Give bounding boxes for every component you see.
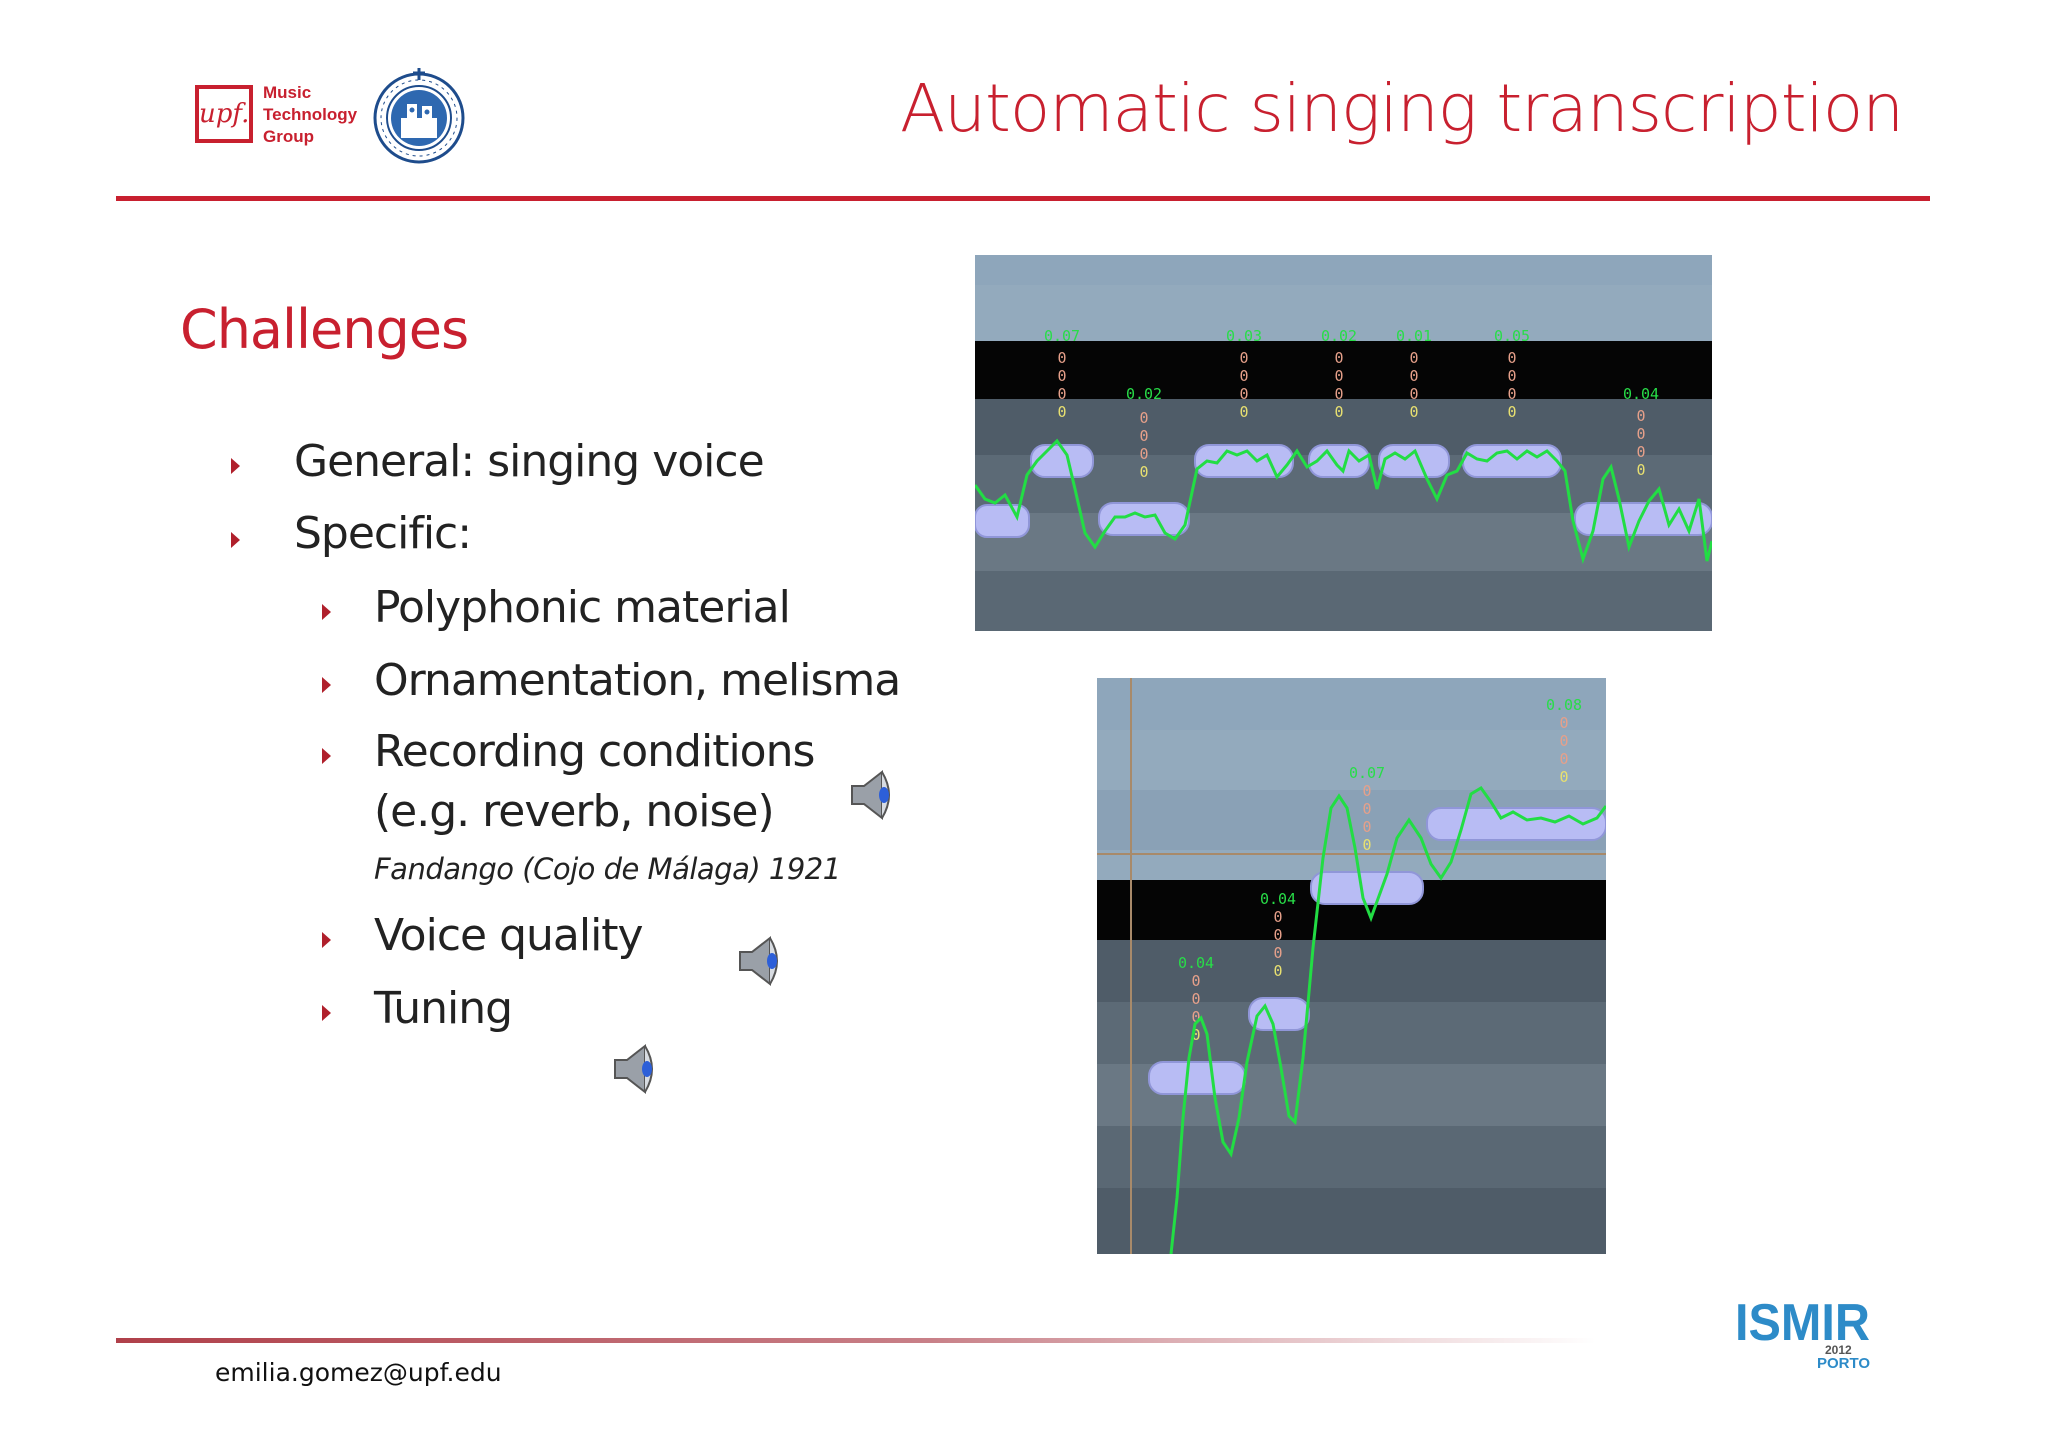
svg-text:ISMIR: ISMIR <box>1735 1294 1870 1352</box>
zero-digit-label: 0 <box>1057 349 1066 367</box>
sub-bullet-recording: Recording conditions <box>374 726 815 777</box>
speaker-icon[interactable] <box>846 766 902 824</box>
svg-text:2012: 2012 <box>1825 1343 1852 1357</box>
audio-caption: Fandango (Cojo de Málaga) 1921 <box>374 852 841 886</box>
zero-digit-label: 0 <box>1239 385 1248 403</box>
upf-logo: upf. <box>195 85 253 143</box>
sub-bullet-recording-continued: (e.g. reverb, noise) <box>374 786 775 837</box>
bullet-arrow-icon <box>322 932 331 948</box>
speaker-icon[interactable] <box>734 932 790 990</box>
zero-digit-label: 0 <box>1636 407 1645 425</box>
zero-digit-label: 0 <box>1507 349 1516 367</box>
zero-digit-label: 0 <box>1057 403 1066 421</box>
zero-digit-label: 0 <box>1559 750 1568 768</box>
section-heading: Challenges <box>180 298 469 361</box>
zero-digit-label: 0 <box>1362 782 1371 800</box>
note-duration-label: 0.07 <box>1349 764 1385 782</box>
zero-digit-label: 0 <box>1636 425 1645 443</box>
note-duration-label: 0.04 <box>1623 385 1659 403</box>
bullet-arrow-icon <box>322 748 331 764</box>
zero-digit-label: 0 <box>1273 962 1282 980</box>
zero-digit-label: 0 <box>1334 403 1343 421</box>
zero-digit-label: 0 <box>1139 463 1148 481</box>
bullet-specific: Specific: <box>294 508 472 559</box>
note-duration-label: 0.03 <box>1226 327 1262 345</box>
bullet-arrow-icon <box>322 604 331 620</box>
sub-bullet-ornamentation: Ornamentation, melisma <box>374 655 901 706</box>
note-duration-label: 0.02 <box>1321 327 1357 345</box>
zero-digit-label: 0 <box>1057 385 1066 403</box>
bullet-arrow-icon <box>322 1005 331 1021</box>
zero-digit-label: 0 <box>1409 367 1418 385</box>
bullet-arrow-icon <box>231 532 240 548</box>
zero-digit-label: 0 <box>1636 443 1645 461</box>
bullet-general: General: singing voice <box>294 436 765 487</box>
zero-digit-label: 0 <box>1239 349 1248 367</box>
zero-digit-label: 0 <box>1409 403 1418 421</box>
svg-text:PORTO: PORTO <box>1817 1355 1870 1370</box>
zero-digit-label: 0 <box>1273 944 1282 962</box>
zero-digit-label: 0 <box>1139 445 1148 463</box>
zero-digit-label: 0 <box>1273 908 1282 926</box>
ismir-2012-porto-logo: ISMIR 2012 PORTO <box>1735 1294 1870 1370</box>
sub-bullet-tuning: Tuning <box>374 983 513 1034</box>
note-duration-label: 0.07 <box>1044 327 1080 345</box>
zero-digit-label: 0 <box>1409 349 1418 367</box>
zero-digit-label: 0 <box>1139 409 1148 427</box>
zero-digit-label: 0 <box>1409 385 1418 403</box>
zero-digit-label: 0 <box>1139 427 1148 445</box>
zero-digit-label: 0 <box>1362 836 1371 854</box>
zero-digit-label: 0 <box>1239 403 1248 421</box>
zero-digit-label: 0 <box>1559 732 1568 750</box>
note-duration-label: 0.05 <box>1494 327 1530 345</box>
speaker-icon[interactable] <box>609 1040 665 1098</box>
zero-digit-label: 0 <box>1559 768 1568 786</box>
zero-digit-label: 0 <box>1507 403 1516 421</box>
note-duration-label: 0.04 <box>1260 890 1296 908</box>
zero-digit-label: 0 <box>1191 972 1200 990</box>
footer-divider <box>116 1338 1596 1343</box>
zero-digit-label: 0 <box>1362 800 1371 818</box>
header-divider <box>116 196 1930 201</box>
zero-digit-label: 0 <box>1362 818 1371 836</box>
mtg-logo-text: Music Technology Group <box>263 83 358 146</box>
zero-digit-label: 0 <box>1057 367 1066 385</box>
sub-bullet-polyphonic: Polyphonic material <box>374 582 791 633</box>
zero-digit-label: 0 <box>1191 1008 1200 1026</box>
zero-digit-label: 0 <box>1507 385 1516 403</box>
zero-digit-label: 0 <box>1191 990 1200 1008</box>
zero-digit-label: 0 <box>1239 367 1248 385</box>
bullet-arrow-icon <box>231 458 240 474</box>
note-duration-label: 0.08 <box>1546 696 1582 714</box>
bullet-arrow-icon <box>322 677 331 693</box>
zero-digit-label: 0 <box>1334 385 1343 403</box>
note-duration-label: 0.04 <box>1178 954 1214 972</box>
zero-digit-label: 0 <box>1334 349 1343 367</box>
note-duration-label: 0.01 <box>1396 327 1432 345</box>
zero-digit-label: 0 <box>1507 367 1516 385</box>
zero-digit-label: 0 <box>1273 926 1282 944</box>
sub-bullet-voice-quality: Voice quality <box>374 910 644 961</box>
university-seal-logo <box>373 68 465 164</box>
zero-digit-label: 0 <box>1334 367 1343 385</box>
zero-digit-label: 0 <box>1191 1026 1200 1044</box>
note-duration-label: 0.02 <box>1126 385 1162 403</box>
zero-digit-label: 0 <box>1559 714 1568 732</box>
slide-title: Automatic singing transcription <box>900 70 1904 147</box>
zero-digit-label: 0 <box>1636 461 1645 479</box>
author-email: emilia.gomez@upf.edu <box>215 1358 502 1387</box>
